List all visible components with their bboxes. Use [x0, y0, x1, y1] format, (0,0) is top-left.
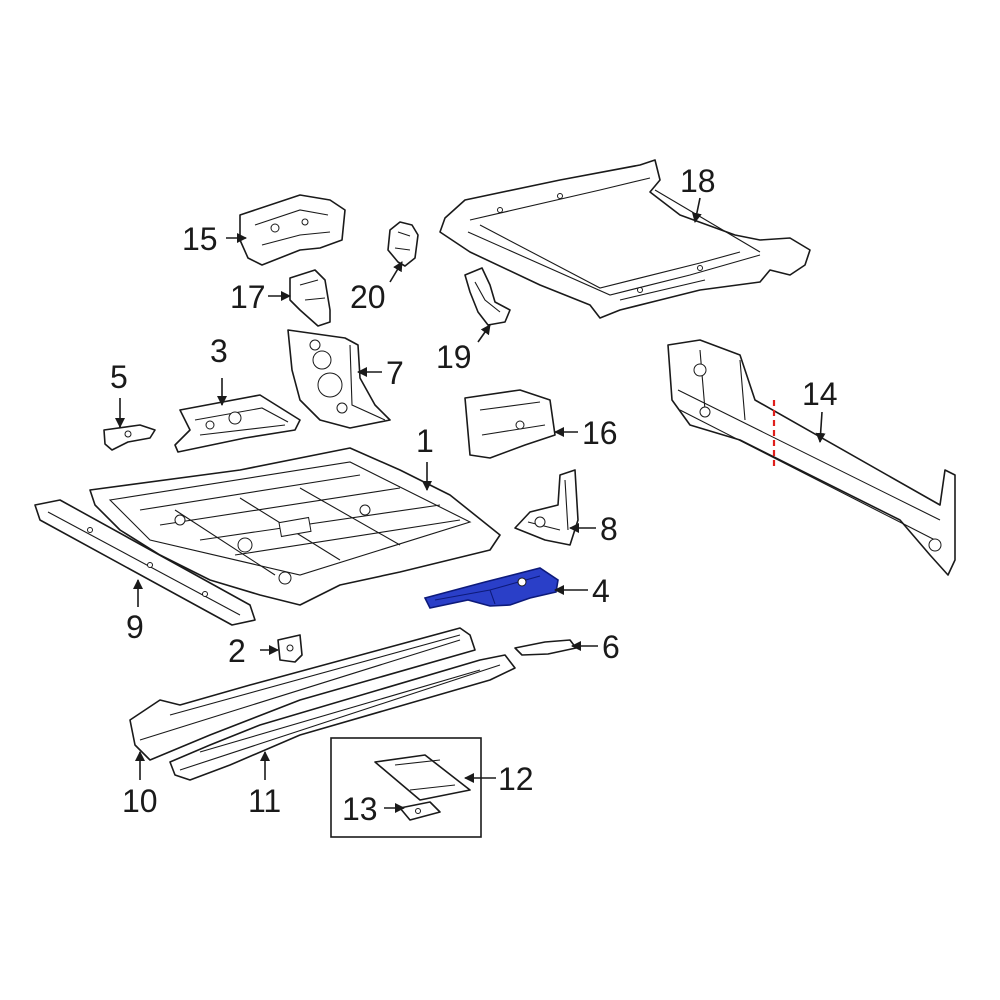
part-1-floor-pan[interactable] [89, 447, 501, 606]
callout-20: 20 [350, 279, 386, 315]
callout-6: 6 [602, 629, 620, 665]
callout-7: 7 [386, 355, 404, 391]
leader-lines [115, 197, 826, 813]
callout-3: 3 [210, 333, 228, 369]
part-12-plate[interactable] [374, 754, 471, 801]
callout-15: 15 [182, 221, 218, 257]
part-13-plate[interactable] [399, 801, 441, 821]
parts-12-13-box [330, 737, 482, 838]
part-11-side-rail[interactable] [169, 654, 516, 781]
part-10-side-rail[interactable] [129, 627, 476, 761]
callout-11: 11 [248, 783, 281, 819]
part-8-bracket[interactable] [514, 469, 579, 546]
part-6-bracket[interactable] [514, 639, 577, 656]
part-17-brace[interactable] [289, 269, 331, 327]
part-20-bracket[interactable] [387, 221, 419, 267]
part-19-brace[interactable] [464, 267, 511, 326]
callout-17: 17 [230, 279, 266, 315]
callout-13: 13 [342, 791, 378, 827]
part-7-wheelhouse-panel[interactable] [287, 329, 391, 429]
part-4-highlighted-reinforcement[interactable] [423, 567, 559, 609]
callout-9: 9 [126, 609, 144, 645]
callout-4: 4 [592, 573, 610, 609]
callout-12: 12 [498, 761, 534, 797]
callout-14: 14 [802, 376, 838, 412]
part-15-bracket[interactable] [239, 194, 346, 266]
callout-16: 16 [582, 415, 618, 451]
part-2-bracket[interactable] [277, 634, 303, 663]
part-14-rocker-panel[interactable] [667, 339, 956, 576]
part-18-rear-frame[interactable] [439, 159, 811, 319]
part-9-rail[interactable] [34, 499, 256, 626]
part-16-panel[interactable] [464, 389, 556, 459]
callout-10: 10 [122, 783, 158, 819]
callout-8: 8 [600, 511, 618, 547]
callout-5: 5 [110, 359, 128, 395]
callout-2: 2 [228, 633, 246, 669]
part-5-bracket[interactable] [103, 424, 156, 451]
callout-1: 1 [416, 423, 434, 459]
part-3-floor-panel[interactable] [174, 394, 301, 453]
callout-labels: 1 2 3 4 5 6 7 8 9 10 11 12 13 14 15 16 1… [110, 163, 838, 827]
callout-18: 18 [680, 163, 716, 199]
callout-19: 19 [436, 339, 472, 375]
